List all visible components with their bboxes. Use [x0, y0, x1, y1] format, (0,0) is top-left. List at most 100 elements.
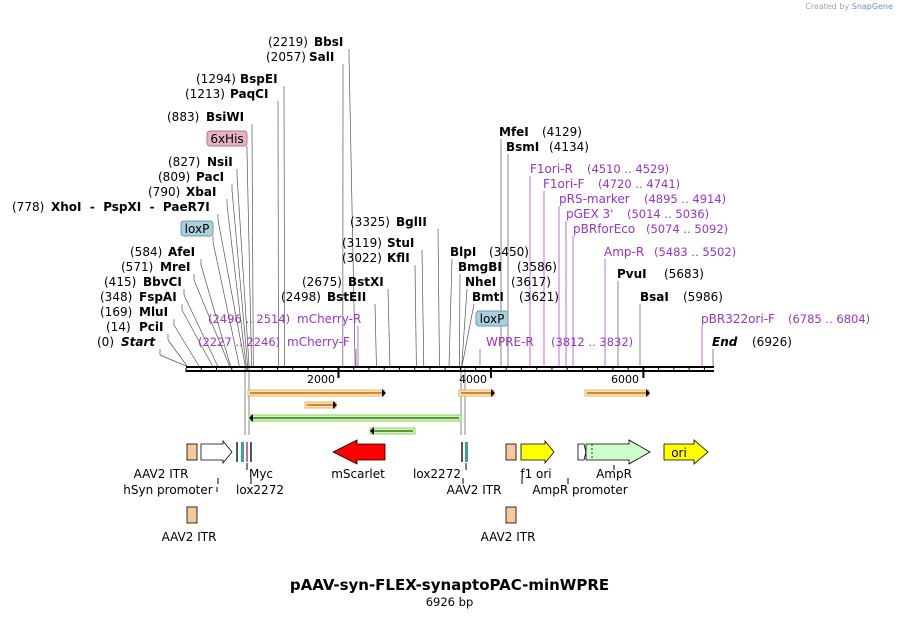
orf-arrow-2[interactable] [304, 401, 337, 409]
pgex3-label[interactable]: pGEX 3' [566, 207, 613, 221]
paci-pos: (809) [158, 170, 190, 184]
loxp-left-glyph[interactable] [236, 442, 238, 462]
ruler-top-line [186, 366, 714, 368]
his-glyph[interactable] [250, 442, 252, 462]
mcherry-f-label[interactable]: mCherry-F [287, 335, 350, 349]
mrei-label[interactable]: MreI [160, 260, 190, 274]
leader-line [212, 241, 240, 367]
bsteii-label[interactable]: BstEII [327, 290, 366, 304]
orf-arrow-1[interactable] [247, 389, 386, 397]
aav2-itr-label-left: AAV2 ITR [134, 467, 189, 481]
leader-line [348, 54, 356, 367]
aav2-itr-label-left-2: AAV2 ITR [162, 530, 217, 544]
nhei-label[interactable]: NheI [465, 275, 496, 289]
prs-marker-label[interactable]: pRS-marker [559, 192, 630, 206]
blpi-pos: (3450) [489, 245, 529, 259]
bsiwi-label[interactable]: BsiWI [206, 110, 244, 124]
6xhis-tag[interactable] [206, 130, 248, 147]
hsyn-promoter-arrow[interactable] [200, 439, 233, 465]
leader-line [173, 324, 200, 367]
bstxi-label[interactable]: BstXI [348, 275, 384, 289]
leader-line [217, 219, 246, 367]
pbr322ori-f-label[interactable]: pBR322ori-F [701, 312, 775, 326]
bmgbi-label[interactable]: BmgBI [458, 260, 502, 274]
lox2272-label-right: lox2272 [413, 467, 461, 481]
wpre-r-label[interactable]: WPRE-R [486, 335, 534, 349]
mcherry-r-range: (2496 .. 2514) [208, 312, 290, 326]
f1ori-f-range: (4720 .. 4741) [598, 177, 680, 191]
loxp-tag-left[interactable] [180, 220, 214, 237]
xhoi-pos: (778) [12, 200, 44, 214]
amp-r-label[interactable]: Amp-R [604, 245, 644, 259]
xbai-label[interactable]: XbaI [186, 185, 216, 199]
bmti-label[interactable]: BmtI [472, 290, 504, 304]
blpi-label[interactable]: BlpI [450, 245, 476, 259]
pcii-label[interactable]: PciI [139, 320, 164, 334]
ampr-arrow[interactable] [585, 439, 651, 465]
ampr-promoter-glyph[interactable] [577, 443, 587, 461]
aav2-itr-right-box[interactable] [505, 443, 517, 461]
pbrforeco-range: (5074 .. 5092) [646, 222, 728, 236]
paqci-label[interactable]: PaqCI [230, 87, 268, 101]
bbsi-label[interactable]: BbsI [314, 35, 343, 49]
leader-line [226, 204, 247, 367]
lox2272-left-glyph[interactable] [241, 442, 244, 462]
bsmi-label[interactable]: BsmI [506, 140, 539, 154]
aav2-itr-right-box-2[interactable] [505, 506, 517, 524]
lox2272-right-glyph-b[interactable] [465, 442, 468, 462]
bbvci-label[interactable]: BbvCI [143, 275, 182, 289]
stui-label[interactable]: StuI [387, 236, 414, 250]
f1-ori-arrow[interactable] [520, 439, 555, 465]
bspei-label[interactable]: BspEI [240, 72, 278, 86]
leader-line [283, 91, 285, 367]
mfei-pos: (4129) [542, 125, 582, 139]
tick-label-4000: 4000 [459, 373, 487, 386]
bstxi-pos: (2675) [302, 275, 342, 289]
mlui-label[interactable]: MluI [139, 305, 168, 319]
lox2272-label-left: lox2272 [236, 483, 284, 497]
bsai-label[interactable]: BsaI [640, 290, 669, 304]
leader-line [459, 273, 461, 367]
aav2-itr-left-box-2[interactable] [186, 506, 198, 524]
paci-label[interactable]: PacI [196, 170, 224, 184]
f1ori-r-label[interactable]: F1ori-R [530, 162, 573, 176]
paqci-pos: (1213) [185, 87, 225, 101]
orf-arrow-4[interactable] [584, 389, 650, 397]
kfli-label[interactable]: KflI [387, 251, 410, 265]
end-label: End [712, 335, 738, 349]
afei-label[interactable]: AfeI [168, 245, 195, 259]
aav2-itr-label-right-2: AAV2 ITR [481, 530, 536, 544]
pbrforeco-label[interactable]: pBRforEco [573, 222, 635, 236]
mrei-pos: (571) [121, 260, 153, 274]
stui-pos: (3119) [342, 236, 382, 250]
loxp-left-label: loxP [185, 222, 210, 236]
orf-arrow-3[interactable] [458, 389, 495, 397]
mscarlet-label: mScarlet [331, 467, 385, 481]
orf-tracks [247, 389, 650, 435]
sali-label[interactable]: SalI [309, 50, 334, 64]
orf-arrow-reverse-long[interactable] [248, 414, 462, 422]
credit-prefix: Created by [805, 2, 850, 11]
leader-line [437, 228, 440, 367]
xhoi-group-label[interactable]: XhoI - PspXI - PaeR7I [51, 200, 210, 214]
sequence-ruler: 2000 4000 6000 [185, 366, 714, 386]
fspai-label[interactable]: FspAI [139, 290, 177, 304]
ori-arrow[interactable] [663, 439, 709, 465]
aav2-itr-left-box[interactable] [186, 443, 198, 461]
ampr-label: AmpR [596, 467, 632, 481]
mcherry-r-label[interactable]: mCherry-R [297, 312, 361, 326]
bbvci-pos: (415) [104, 275, 136, 289]
lox2272-right-glyph-a[interactable] [461, 442, 463, 462]
nsii-label[interactable]: NsiI [207, 155, 233, 169]
loxp-tag-right[interactable] [475, 310, 509, 327]
mfei-label[interactable]: MfeI [499, 125, 529, 139]
bglii-label[interactable]: BglII [396, 215, 427, 229]
f1ori-f-label[interactable]: F1ori-F [543, 177, 584, 191]
myc-glyph[interactable] [246, 442, 248, 462]
xbai-pos: (790) [148, 185, 180, 199]
pvui-label[interactable]: PvuI [617, 267, 647, 281]
mscarlet-arrow[interactable] [332, 439, 386, 465]
leader-line [231, 189, 249, 367]
orf-arrow-reverse-short[interactable] [369, 427, 416, 435]
